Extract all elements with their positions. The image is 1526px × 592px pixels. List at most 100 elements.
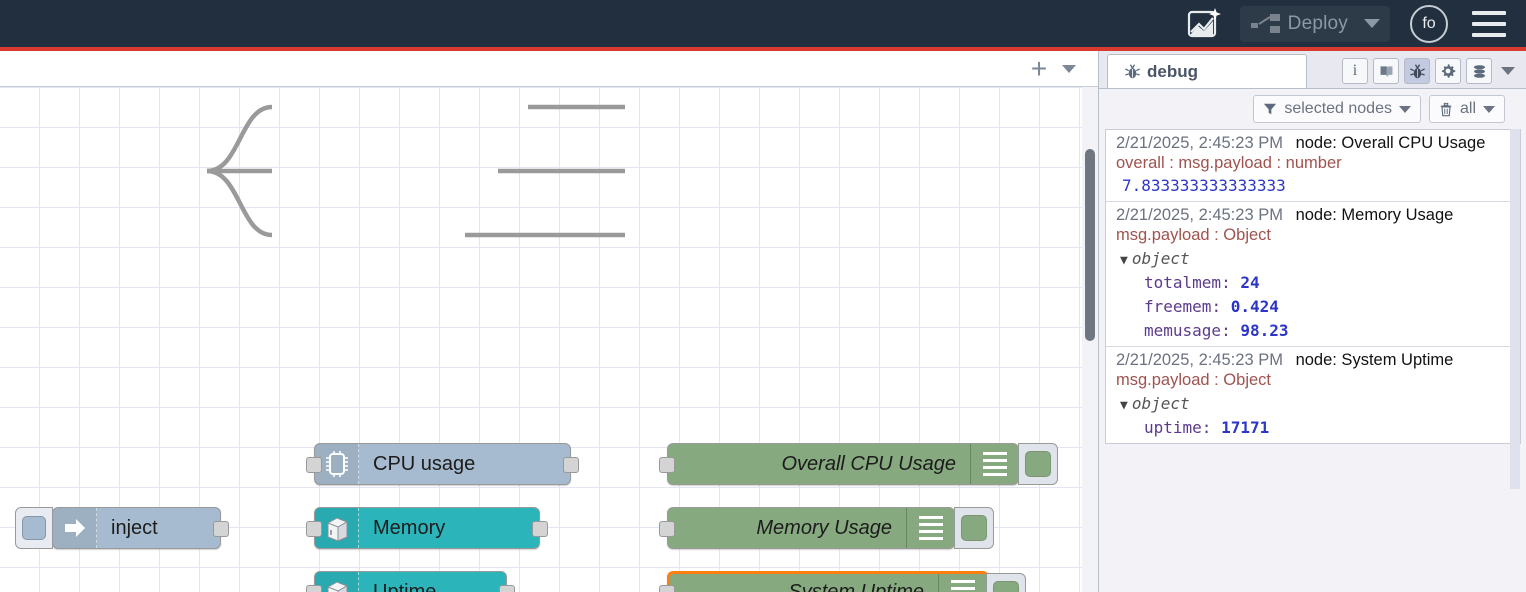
chevron-down-icon[interactable] bbox=[1483, 105, 1495, 113]
property-key: totalmem bbox=[1144, 273, 1222, 292]
add-flow-button[interactable]: + bbox=[1030, 52, 1048, 84]
message-header: 2/21/2025, 2:45:23 PM node: Overall CPU … bbox=[1116, 134, 1512, 153]
property-key: uptime bbox=[1144, 418, 1202, 437]
message-value: 7.833333333333333 bbox=[1122, 176, 1286, 195]
clear-label: all bbox=[1459, 100, 1476, 117]
database-icon[interactable] bbox=[1466, 58, 1492, 84]
flow-canvas[interactable]: inject CPU usage bbox=[0, 87, 1082, 592]
object-expander[interactable]: ▼object bbox=[1116, 394, 1512, 413]
node-debug-system-uptime[interactable]: System Uptime bbox=[659, 571, 1026, 592]
object-property: freemem: 0.424 bbox=[1144, 297, 1279, 316]
object-property: memusage: 98.23 bbox=[1144, 321, 1289, 340]
deploy-button[interactable]: Deploy bbox=[1239, 5, 1390, 42]
node-label: Uptime bbox=[373, 580, 437, 592]
gear-icon[interactable] bbox=[1435, 58, 1461, 84]
canvas-scrollbar-thumb[interactable] bbox=[1085, 149, 1095, 341]
debug-filter-bar: selected nodes all bbox=[1099, 89, 1526, 129]
message-node: node: Memory Usage bbox=[1295, 206, 1454, 224]
clear-messages-button[interactable]: all bbox=[1428, 95, 1505, 123]
node-label: CPU usage bbox=[373, 452, 476, 475]
server-icon bbox=[315, 572, 359, 592]
debug-sidebar: debug i bbox=[1098, 51, 1526, 592]
message-header: 2/21/2025, 2:45:23 PM node: System Uptim… bbox=[1116, 351, 1512, 370]
flow-canvas-panel: + inject bbox=[0, 51, 1098, 592]
node-input-port[interactable] bbox=[306, 585, 322, 592]
chevron-down-icon[interactable] bbox=[1398, 105, 1411, 113]
chevron-down-icon[interactable] bbox=[1501, 67, 1515, 75]
debug-toggle-button[interactable] bbox=[1018, 443, 1058, 485]
node-label: Memory bbox=[373, 516, 446, 539]
debug-toggle-button[interactable] bbox=[986, 573, 1026, 592]
trash-icon bbox=[1440, 102, 1452, 116]
property-value: 24 bbox=[1240, 273, 1260, 292]
tab-label: debug bbox=[1147, 61, 1198, 81]
debug-lines-icon bbox=[938, 574, 986, 592]
debug-message[interactable]: 2/21/2025, 2:45:23 PM node: Memory Usage… bbox=[1106, 202, 1520, 347]
bug-icon[interactable] bbox=[1404, 58, 1430, 84]
info-icon[interactable]: i bbox=[1342, 58, 1368, 84]
chevron-down-icon[interactable] bbox=[1364, 19, 1380, 28]
node-label: inject bbox=[111, 516, 158, 539]
sidebar-tab-bar: debug i bbox=[1099, 51, 1526, 89]
node-output-port[interactable] bbox=[499, 585, 515, 592]
node-uptime[interactable]: Uptime bbox=[306, 571, 515, 592]
message-topic: overall : msg.payload : number bbox=[1116, 154, 1342, 172]
debug-message-list[interactable]: 2/21/2025, 2:45:23 PM node: Overall CPU … bbox=[1105, 129, 1521, 444]
message-node: node: System Uptime bbox=[1295, 351, 1454, 369]
debug-message[interactable]: 2/21/2025, 2:45:23 PM node: Overall CPU … bbox=[1106, 130, 1520, 202]
hamburger-menu-icon[interactable] bbox=[1472, 10, 1506, 37]
debug-scrollbar[interactable] bbox=[1510, 129, 1520, 489]
object-label: object bbox=[1131, 249, 1190, 268]
node-inject[interactable]: inject bbox=[15, 507, 229, 549]
node-output-port[interactable] bbox=[532, 521, 548, 537]
inject-trigger-button[interactable] bbox=[15, 507, 53, 549]
deploy-label: Deploy bbox=[1287, 12, 1348, 34]
node-output-port[interactable] bbox=[213, 521, 229, 537]
tab-debug[interactable]: debug bbox=[1107, 54, 1307, 88]
node-label: Memory Usage bbox=[756, 516, 892, 539]
node-input-port[interactable] bbox=[659, 585, 675, 592]
debug-toggle-button[interactable] bbox=[954, 507, 994, 549]
deploy-icon bbox=[1250, 13, 1280, 33]
property-value: 0.424 bbox=[1230, 297, 1279, 316]
object-property: uptime: 17171 bbox=[1144, 418, 1270, 437]
node-label: Overall CPU Usage bbox=[781, 452, 956, 475]
node-input-port[interactable] bbox=[306, 521, 322, 537]
app-header: Deploy fo bbox=[0, 0, 1526, 47]
filter-nodes-button[interactable]: selected nodes bbox=[1253, 95, 1421, 123]
chevron-down-icon[interactable] bbox=[1062, 64, 1076, 73]
object-expander[interactable]: ▼object bbox=[1116, 249, 1512, 268]
node-input-port[interactable] bbox=[659, 457, 675, 473]
node-input-port[interactable] bbox=[306, 457, 322, 473]
object-property: totalmem: 24 bbox=[1144, 273, 1260, 292]
property-value: 98.23 bbox=[1240, 321, 1289, 340]
node-cpu-usage[interactable]: CPU usage bbox=[306, 443, 579, 485]
node-memory[interactable]: Memory bbox=[306, 507, 548, 549]
server-icon bbox=[315, 508, 359, 548]
debug-message[interactable]: 2/21/2025, 2:45:23 PM node: System Uptim… bbox=[1106, 347, 1520, 443]
ai-flow-icon[interactable] bbox=[1182, 2, 1226, 46]
property-key: freemem bbox=[1144, 297, 1212, 316]
triangle-down-icon: ▼ bbox=[1120, 253, 1128, 268]
debug-lines-icon bbox=[970, 444, 1018, 484]
arrow-right-icon bbox=[53, 508, 97, 548]
filter-label: selected nodes bbox=[1284, 100, 1392, 117]
node-input-port[interactable] bbox=[659, 521, 675, 537]
message-timestamp: 2/21/2025, 2:45:23 PM bbox=[1116, 351, 1283, 369]
message-topic: msg.payload : Object bbox=[1116, 226, 1271, 244]
bug-icon bbox=[1125, 64, 1140, 79]
node-label: System Uptime bbox=[788, 580, 924, 592]
book-icon[interactable] bbox=[1373, 58, 1399, 84]
node-output-port[interactable] bbox=[563, 457, 579, 473]
node-debug-overall-cpu-usage[interactable]: Overall CPU Usage bbox=[659, 443, 1058, 485]
avatar[interactable]: fo bbox=[1410, 4, 1448, 43]
message-node: node: Overall CPU Usage bbox=[1295, 134, 1486, 152]
flow-tab-bar: + bbox=[0, 51, 1098, 87]
message-header: 2/21/2025, 2:45:23 PM node: Memory Usage bbox=[1116, 206, 1512, 225]
debug-lines-icon bbox=[906, 508, 954, 548]
message-timestamp: 2/21/2025, 2:45:23 PM bbox=[1116, 134, 1283, 152]
node-debug-memory-usage[interactable]: Memory Usage bbox=[659, 507, 994, 549]
property-value: 17171 bbox=[1221, 418, 1270, 437]
triangle-down-icon: ▼ bbox=[1120, 398, 1128, 413]
funnel-icon bbox=[1264, 103, 1277, 115]
